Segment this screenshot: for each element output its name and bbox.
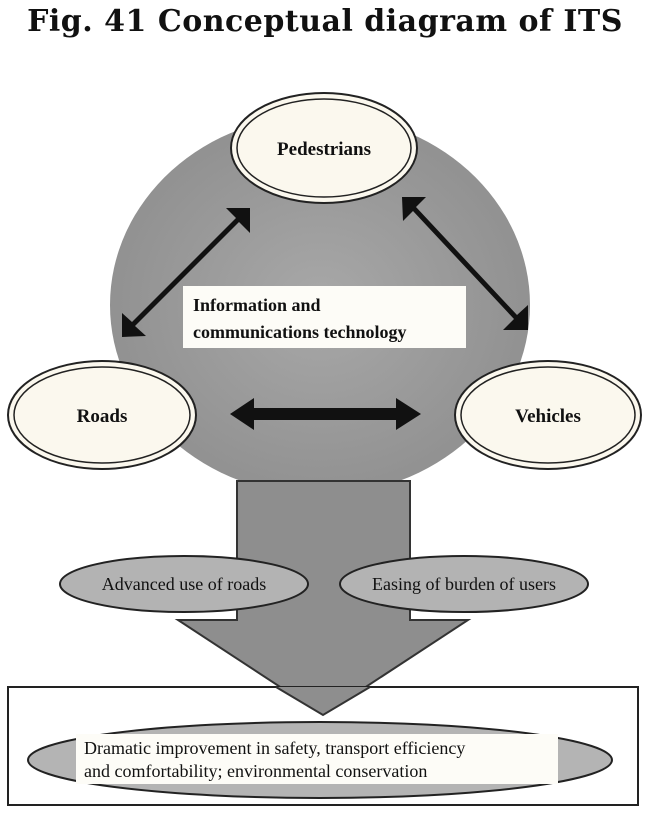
ict-label-line1: Information and	[193, 295, 321, 315]
figure-title: Fig. 41 Conceptual diagram of ITS	[27, 4, 623, 39]
effect-advanced-use-of-roads: Advanced use of roads	[59, 555, 309, 613]
node-roads: Roads	[7, 360, 197, 470]
ict-label-line2: communications technology	[193, 322, 407, 342]
outcome-label-plate	[76, 734, 558, 784]
outcome-line2: and comfortability; environmental conser…	[84, 761, 427, 781]
flow-down-arrow	[174, 480, 472, 717]
node-vehicles: Vehicles	[454, 360, 642, 470]
node-vehicles-label: Vehicles	[515, 406, 581, 427]
effect-easing-burden: Easing of burden of users	[339, 555, 589, 613]
effect-right-label: Easing of burden of users	[372, 574, 556, 594]
node-roads-label: Roads	[77, 406, 128, 427]
node-pedestrians: Pedestrians	[230, 92, 418, 204]
arrow-pedestrians-roads	[122, 208, 250, 337]
node-pedestrians-label: Pedestrians	[277, 139, 371, 160]
ict-label-plate	[183, 286, 466, 348]
outcome-line1: Dramatic improvement in safety, transpor…	[84, 738, 465, 758]
arrow-pedestrians-vehicles	[402, 197, 528, 330]
arrow-roads-vehicles	[230, 398, 421, 430]
effect-left-label: Advanced use of roads	[102, 574, 266, 594]
